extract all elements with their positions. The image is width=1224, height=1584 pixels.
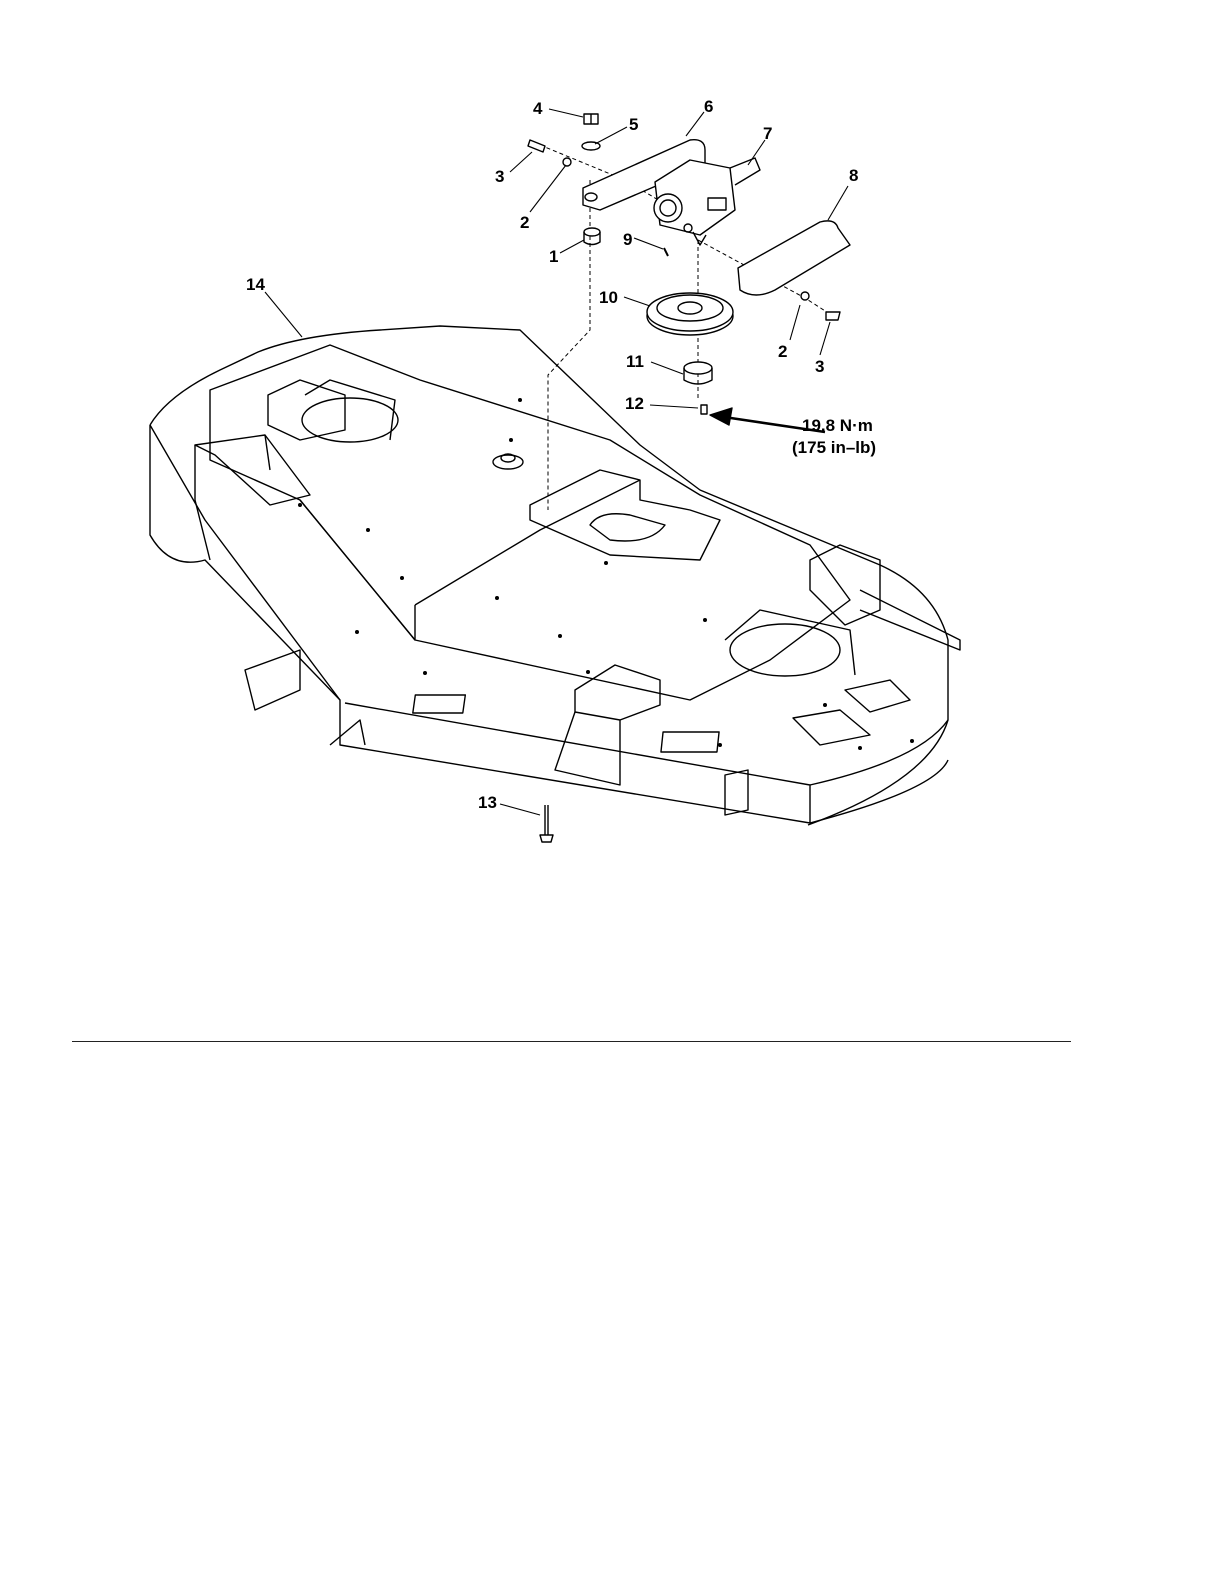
key-part (664, 248, 668, 256)
callout-3-right: 3 (815, 357, 824, 376)
callout-4: 4 (533, 99, 543, 118)
callout-14: 14 (246, 275, 265, 294)
mount-bracket-right (738, 221, 850, 295)
callout-13: 13 (478, 793, 497, 812)
callout-5: 5 (629, 115, 638, 134)
torque-value-imperial: (175 in–lb) (792, 438, 876, 457)
section-divider (72, 1041, 1071, 1042)
torque-value-metric: 19.8 N·m (802, 416, 873, 435)
callout-12: 12 (625, 394, 644, 413)
callout-10: 10 (599, 288, 618, 307)
callout-1: 1 (549, 247, 558, 266)
pulley-part (647, 293, 733, 335)
torque-spec: 19.8 N·m (175 in–lb) (792, 416, 876, 457)
callout-9: 9 (623, 230, 632, 249)
callout-3-left: 3 (495, 167, 504, 186)
callout-6: 6 (704, 97, 713, 116)
carriage-bolt-part (540, 805, 553, 842)
callout-2-left: 2 (520, 213, 529, 232)
set-screw-part (701, 405, 707, 414)
callout-2-right: 2 (778, 342, 787, 361)
mower-deck-exploded-diagram: 1 2 3 4 5 6 7 8 9 10 11 12 2 3 13 14 19.… (0, 0, 1224, 900)
callout-11: 11 (626, 352, 644, 371)
lockwasher-part-right (801, 292, 809, 300)
bolt-part-right (826, 312, 840, 320)
callout-8: 8 (849, 166, 858, 185)
nut-part (584, 114, 598, 124)
bolt-part-left (528, 140, 545, 152)
mower-deck-housing (150, 326, 960, 825)
lockwasher-part-left (563, 158, 571, 166)
callout-7: 7 (763, 124, 772, 143)
bushing-part (584, 228, 600, 245)
